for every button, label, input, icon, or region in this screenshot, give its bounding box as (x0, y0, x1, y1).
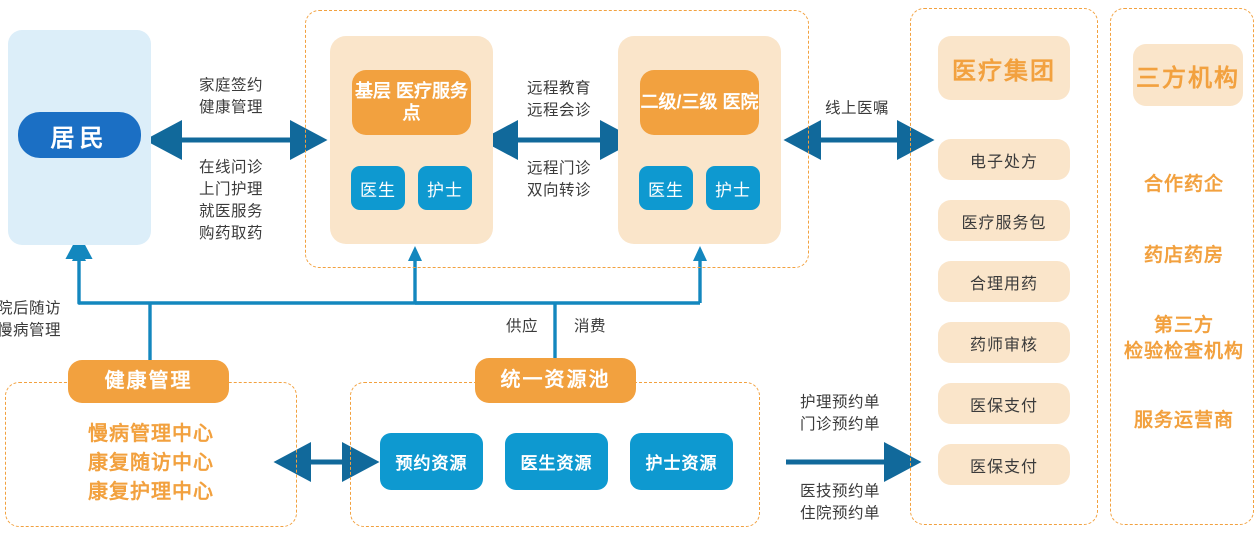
medical-group-item-3[interactable]: 药师审核 (938, 322, 1070, 363)
hospital-card (618, 36, 781, 244)
edge-label-resident-clinic-top: 家庭签约 健康管理 (198, 77, 263, 116)
primary-clinic-title[interactable]: 基层 医疗服务点 (352, 70, 471, 135)
resource-pool-item-1[interactable]: 医生资源 (505, 433, 608, 490)
care-delivery-panel (305, 10, 809, 268)
edge-label-supply: 供应 (505, 318, 538, 335)
medical-group-panel (910, 8, 1098, 525)
medical-group-item-1[interactable]: 医疗服务包 (938, 200, 1070, 241)
primary-clinic-card (330, 36, 493, 244)
resident-badge[interactable]: 居民 (18, 112, 141, 158)
resource-pool-item-2[interactable]: 护士资源 (630, 433, 733, 490)
third-party-item-1[interactable]: 药店药房 (1143, 245, 1224, 266)
hospital-title[interactable]: 二级/三级 医院 (640, 70, 759, 135)
edge-label-clinic-hospital-bottom: 远程门诊 双向转诊 (526, 160, 591, 199)
health-management-title[interactable]: 健康管理 (68, 360, 229, 403)
medical-group-header: 医疗集团 (938, 36, 1070, 100)
edge-label-orders-bottom: 医技预约单 住院预约单 (799, 483, 880, 522)
edge-label-followup: 院后随访 慢病管理 (0, 300, 62, 339)
third-party-panel (1110, 8, 1254, 525)
medical-group-item-5[interactable]: 医保支付 (938, 444, 1070, 485)
primary-clinic-role-doctor[interactable]: 医生 (351, 166, 405, 210)
health-management-items: 慢病管理中心 康复随访中心 康复护理中心 (88, 423, 214, 503)
edge-label-orders-top: 护理预约单 门诊预约单 (799, 394, 880, 433)
resource-pool-item-0[interactable]: 预约资源 (380, 433, 483, 490)
third-party-item-2[interactable]: 第三方 检验检查机构 (1123, 315, 1244, 362)
edge-label-resident-clinic-bottom: 在线问诊 上门护理 就医服务 购药取药 (198, 159, 263, 242)
hospital-role-nurse[interactable]: 护士 (706, 166, 760, 210)
edge-label-hospital-group: 线上医嘱 (824, 100, 889, 117)
edge-label-consume: 消费 (573, 318, 606, 335)
medical-group-item-0[interactable]: 电子处方 (938, 139, 1070, 180)
edge-label-clinic-hospital-top: 远程教育 远程会诊 (526, 80, 591, 119)
third-party-item-3[interactable]: 服务运营商 (1133, 410, 1234, 431)
medical-group-item-2[interactable]: 合理用药 (938, 261, 1070, 302)
medical-group-item-4[interactable]: 医保支付 (938, 383, 1070, 424)
third-party-header: 三方机构 (1133, 44, 1243, 106)
primary-clinic-role-nurse[interactable]: 护士 (418, 166, 472, 210)
resource-pool-title[interactable]: 统一资源池 (475, 358, 636, 403)
hospital-role-doctor[interactable]: 医生 (639, 166, 693, 210)
third-party-item-0[interactable]: 合作药企 (1143, 174, 1224, 195)
